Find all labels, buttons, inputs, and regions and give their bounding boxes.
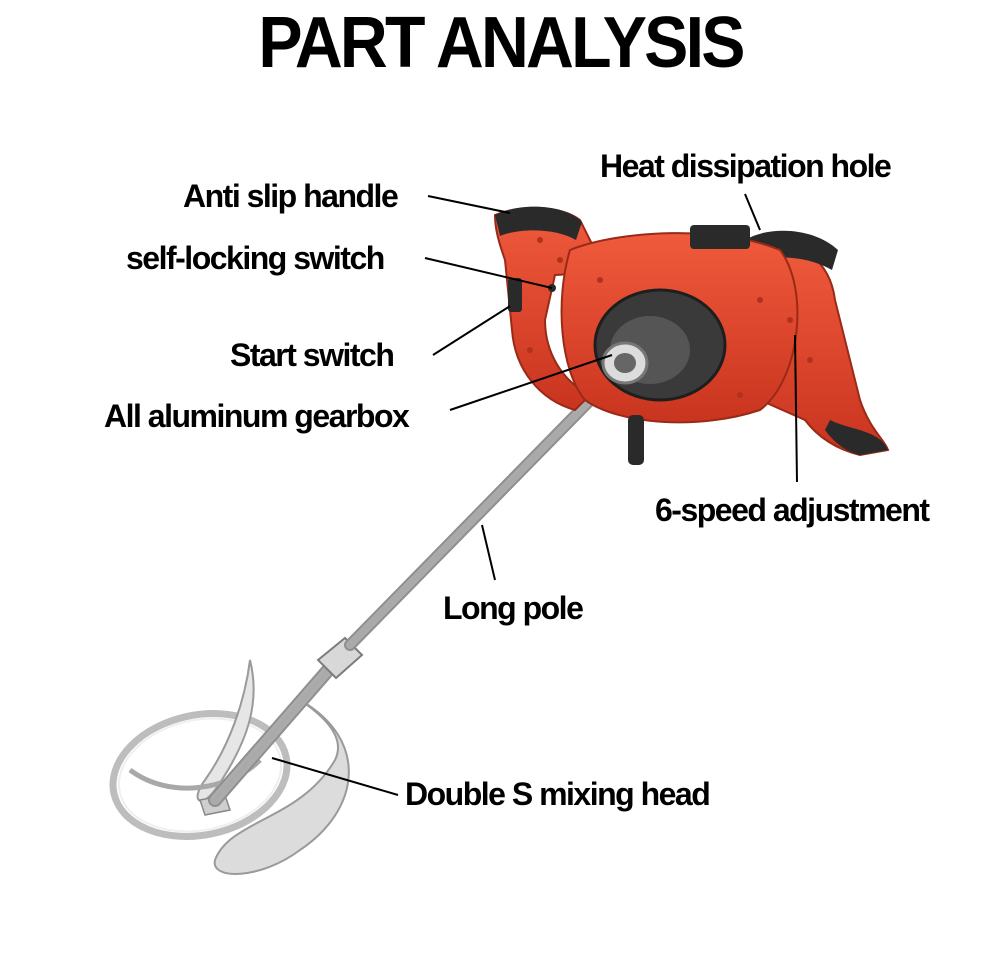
leader-speed-adjustment	[794, 334, 798, 483]
label-anti-slip-handle: Anti slip handle	[183, 178, 399, 214]
label-self-locking-switch: self-locking switch	[126, 240, 385, 276]
leader-gearbox	[449, 354, 613, 411]
leader-self-locking-switch	[424, 257, 553, 289]
label-long-pole: Long pole	[443, 590, 584, 626]
label-heat-dissipation-hole: Heat dissipation hole	[600, 148, 892, 184]
leader-anti-slip-handle	[427, 195, 511, 214]
long-pole-shape	[208, 372, 618, 807]
label-mixing-head: Double S mixing head	[405, 776, 711, 812]
leader-heat-dissipation-hole	[744, 193, 761, 231]
leader-mixing-head	[271, 757, 399, 796]
page-title: PART ANALYSIS	[258, 3, 745, 83]
label-speed-adjustment: 6-speed adjustment	[655, 492, 930, 528]
label-gearbox: All aluminum gearbox	[104, 398, 410, 434]
mixer-body-shape	[493, 206, 890, 465]
leader-lines	[271, 193, 798, 796]
leader-long-pole	[481, 524, 496, 581]
leader-start-switch	[432, 305, 511, 356]
label-start-switch: Start switch	[230, 337, 395, 373]
